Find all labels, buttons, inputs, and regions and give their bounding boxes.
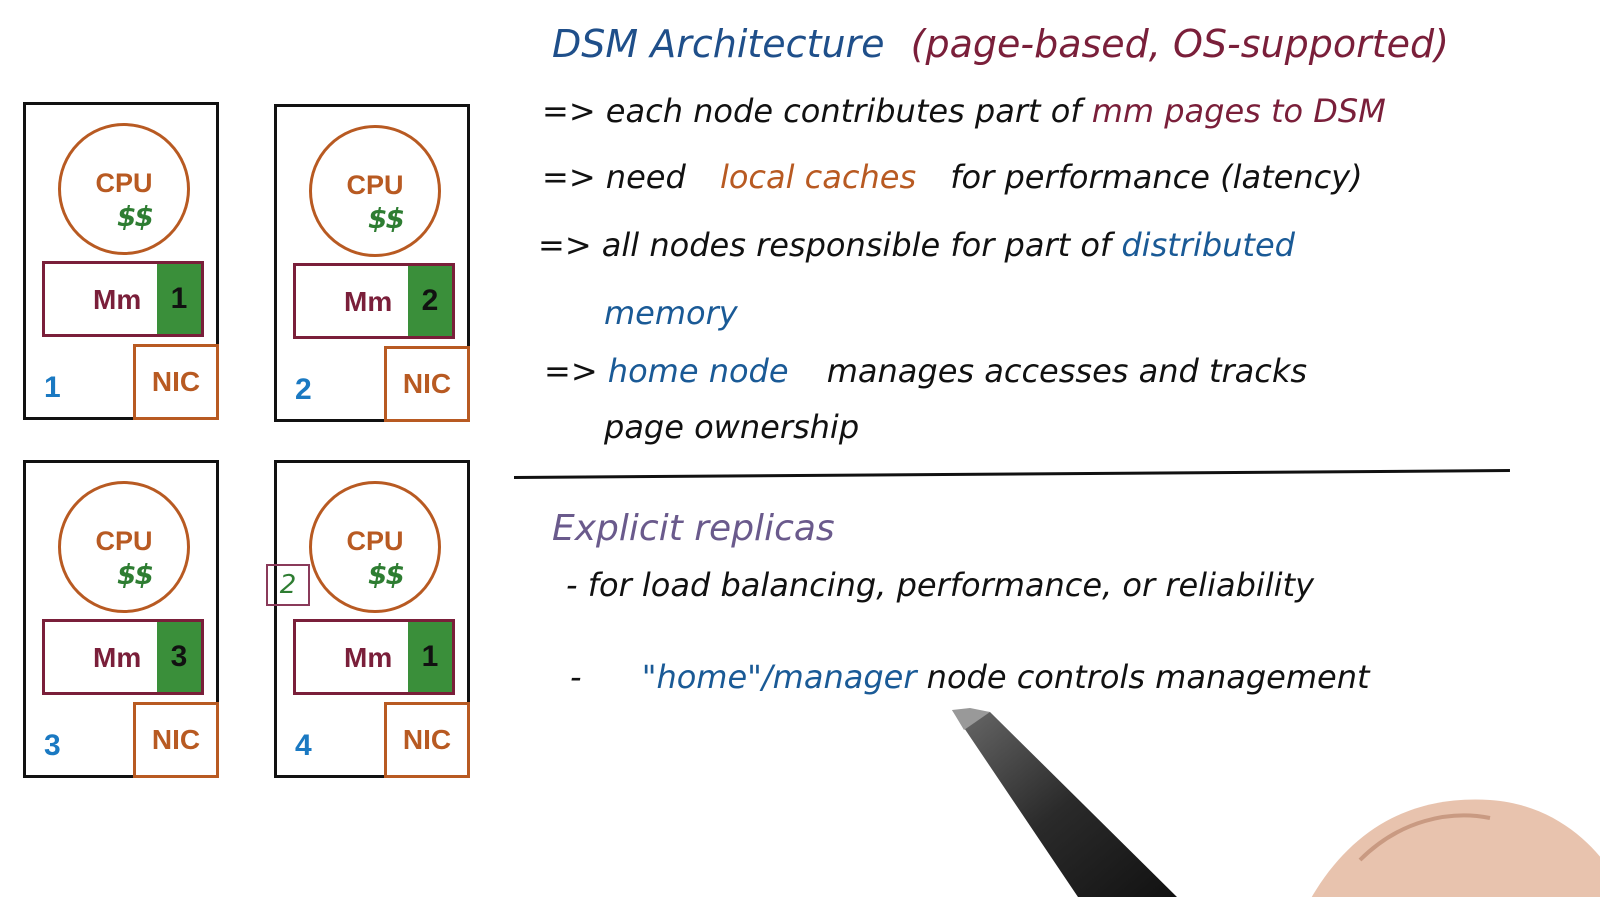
note-line-3-text: => all nodes responsible for part of (538, 226, 1112, 264)
node-number: 1 (44, 371, 61, 404)
cpu-circle: CPU $$ (58, 123, 190, 255)
cpu-circle: CPU $$ (58, 481, 190, 613)
replicas-item-1: - for load balancing, performance, or re… (566, 566, 1315, 604)
note-line-4-arrow: => (544, 352, 598, 390)
replicas-item-2: - "home"/manager node controls managemen… (570, 658, 1370, 696)
memory-label: Mm (93, 642, 142, 673)
memory-page: 3 (157, 622, 201, 692)
cpu-label: CPU (95, 168, 153, 198)
note-line-2-text: => need (542, 158, 686, 196)
note-line-1-highlight: mm pages to DSM (1091, 92, 1386, 130)
nic-box: NIC (384, 346, 470, 422)
node-3: CPU $$ Mm 3 3 NIC (23, 460, 219, 778)
cpu-circle: CPU $$ (309, 125, 441, 257)
memory-page: 1 (408, 622, 452, 692)
title-paren: (page-based, OS-supported) (910, 22, 1449, 66)
note-line-4-text: manages accesses and tracks (826, 352, 1308, 390)
memory-label: Mm (344, 642, 393, 673)
divider-line (513, 469, 1510, 479)
memory-page: 1 (157, 264, 201, 334)
node-number: 2 (295, 373, 312, 406)
memory-box: Mm 3 (42, 619, 204, 695)
title-main: DSM Architecture (552, 22, 885, 66)
note-line-4: => home node manages accesses and tracks (544, 352, 1307, 390)
cache-label: $$ (368, 558, 405, 591)
cache-label: $$ (117, 558, 154, 591)
memory-box: Mm 1 (42, 261, 204, 337)
replicas-item-2-text: node controls management (926, 658, 1370, 696)
nic-box: NIC (384, 702, 470, 778)
note-line-2: => need local caches for performance (la… (542, 158, 1363, 196)
note-line-3: => all nodes responsible for part of dis… (538, 226, 1295, 264)
node-1: CPU $$ Mm 1 1 NIC (23, 102, 219, 420)
nic-box: NIC (133, 702, 219, 778)
note-line-3-cont: memory (604, 294, 738, 332)
replicas-title: Explicit replicas (552, 508, 835, 549)
note-line-3-highlight: distributed (1121, 226, 1295, 264)
note-line-4-highlight: home node (607, 352, 789, 390)
cache-label: $$ (117, 200, 154, 233)
replica-page-box: 2 (266, 564, 310, 606)
node-number: 4 (295, 729, 312, 762)
note-line-1: => each node contributes part of mm page… (542, 92, 1386, 130)
cache-label: $$ (368, 202, 405, 235)
stylus-pen-icon (952, 708, 1600, 897)
memory-page: 2 (408, 266, 452, 336)
memory-box: Mm 2 (293, 263, 455, 339)
replicas-item-2-dash: - (570, 658, 582, 696)
nic-box: NIC (133, 344, 219, 420)
node-number: 3 (44, 729, 61, 762)
node-4: CPU $$ Mm 1 4 NIC (274, 460, 470, 778)
node-2: CPU $$ Mm 2 2 NIC (274, 104, 470, 422)
note-line-1-text: => each node contributes part of (542, 92, 1082, 130)
memory-box: Mm 1 (293, 619, 455, 695)
notes-title: DSM Architecture (page-based, OS-support… (552, 22, 1449, 66)
cpu-label: CPU (346, 170, 404, 200)
cpu-label: CPU (95, 526, 153, 556)
replicas-item-2-highlight: "home"/manager (641, 658, 917, 696)
cpu-label: CPU (346, 526, 404, 556)
note-line-4-cont: page ownership (604, 408, 860, 446)
note-line-2-highlight: local caches (719, 158, 917, 196)
note-line-2-rest: for performance (latency) (950, 158, 1363, 196)
cpu-circle: CPU $$ (309, 481, 441, 613)
memory-label: Mm (93, 284, 142, 315)
memory-label: Mm (344, 286, 393, 317)
